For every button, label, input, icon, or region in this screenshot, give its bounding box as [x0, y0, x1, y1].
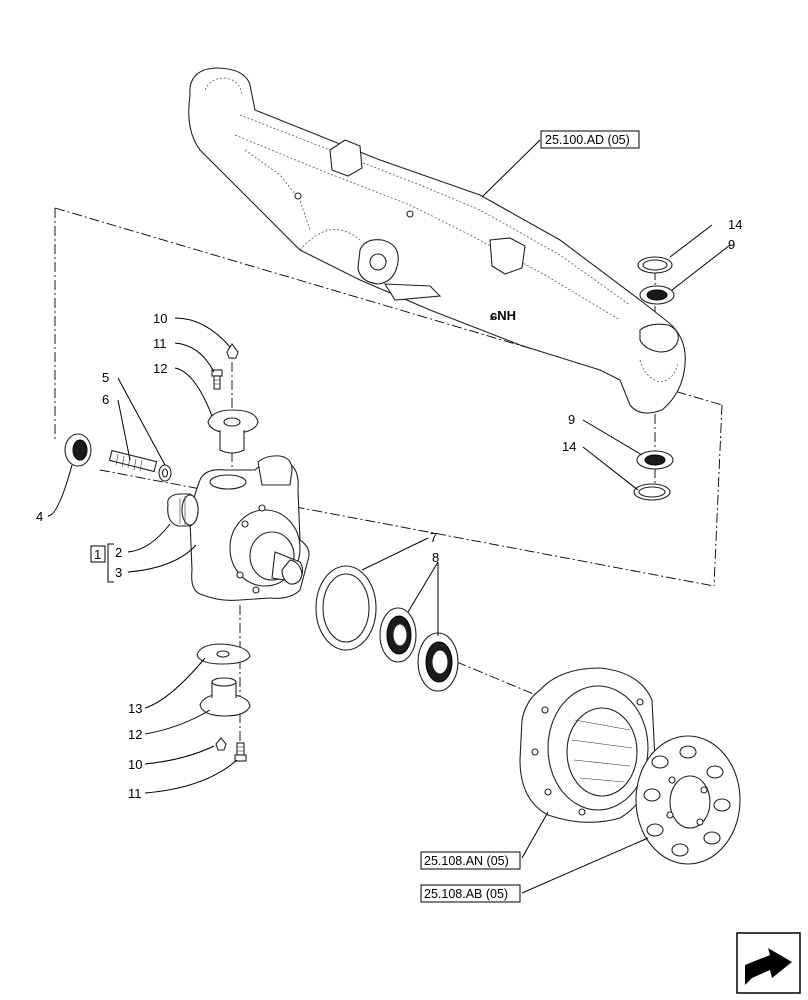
ref-gear-label[interactable]: 25.108.AB (05): [424, 887, 508, 901]
bushing-2: [167, 493, 199, 527]
callout-11-upper: 11: [153, 336, 167, 351]
lower-shim-13: [196, 643, 251, 665]
callout-10-lower: 10: [128, 757, 142, 772]
callout-9-upper: 9: [728, 237, 735, 252]
upper-bearing-9: [639, 285, 675, 305]
callout-10-upper: 10: [153, 311, 167, 326]
bearing-8-inner: [379, 607, 417, 663]
lower-seal-14: [633, 483, 671, 501]
seal-7: [315, 565, 377, 651]
callout-14-upper: 14: [728, 217, 742, 232]
bearing-8-outer: [417, 632, 459, 692]
callout-13: 13: [128, 701, 142, 716]
planetary-carrier: [635, 735, 741, 865]
stud-6: [108, 449, 158, 473]
axle-housing: ɕNH: [188, 67, 686, 414]
ref-box-axle[interactable]: 25.100.AD (05): [540, 130, 640, 149]
group-bracket: [90, 543, 114, 583]
ref-hub-label[interactable]: 25.108.AN (05): [424, 854, 509, 868]
lower-grease-nipple-10: [215, 737, 227, 751]
lower-king-pin-cap-12: [199, 677, 251, 717]
brand-embossing: ɕNH: [490, 308, 516, 323]
group-box-1: [90, 545, 106, 563]
leader-lines: [47, 139, 731, 894]
callout-4: 4: [36, 509, 43, 524]
upper-seal-14: [637, 256, 673, 274]
upper-king-pin-cap-12: [207, 409, 259, 454]
upper-screw-11: [211, 369, 223, 390]
wheel-hub: [519, 667, 656, 823]
callout-1: 1: [94, 547, 101, 562]
callout-9-lower: 9: [568, 412, 575, 427]
callout-12-upper: 12: [153, 361, 167, 376]
callout-7: 7: [430, 530, 437, 545]
ref-axle-label[interactable]: 25.100.AD (05): [545, 133, 630, 147]
callout-14-lower: 14: [562, 439, 576, 454]
callout-12-lower: 12: [128, 727, 142, 742]
lower-bearing-9: [636, 450, 674, 470]
seal-4: [64, 433, 92, 467]
callout-11-lower: 11: [128, 786, 142, 801]
lower-screw-11: [234, 742, 247, 762]
callout-8: 8: [432, 550, 439, 565]
callout-5: 5: [102, 370, 109, 385]
nut-5: [158, 464, 172, 482]
next-page-arrow-icon[interactable]: [736, 932, 801, 994]
upper-grease-nipple-10: [226, 343, 239, 359]
ref-box-hub[interactable]: 25.108.AN (05): [420, 851, 521, 870]
steering-knuckle-3: [189, 455, 310, 601]
callout-6: 6: [102, 392, 109, 407]
callout-2: 2: [115, 545, 122, 560]
callout-3: 3: [115, 565, 122, 580]
ref-box-gear[interactable]: 25.108.AB (05): [420, 884, 521, 903]
callout-labels: 10 11 12 5 6 4 1 2 3 14 9 9 14 7 8 13 12…: [36, 217, 742, 801]
